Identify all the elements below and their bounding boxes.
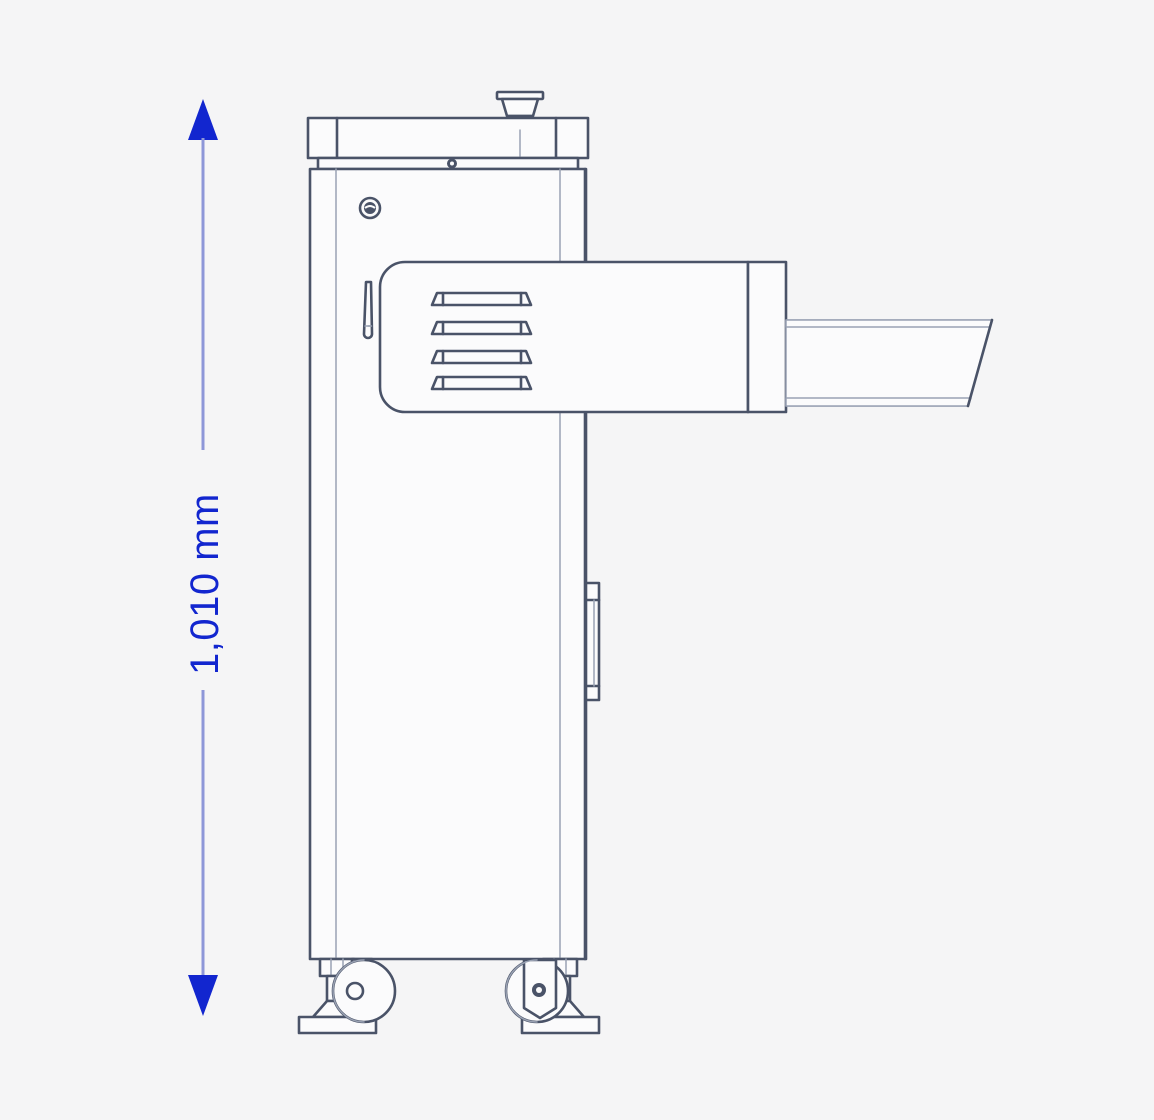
door-handle[interactable]	[362, 280, 374, 340]
caster-right	[504, 958, 570, 1024]
vent-louver	[430, 375, 533, 391]
control-knob[interactable]	[358, 196, 382, 220]
down-arrow-icon	[188, 975, 218, 1016]
dimension-arrow-vertical	[188, 99, 218, 1016]
hinge-screw-inner	[450, 161, 454, 166]
up-arrow-icon	[188, 99, 218, 140]
hinge-strip	[316, 156, 580, 171]
side-latch[interactable]	[584, 581, 601, 702]
outlet-chute	[785, 318, 994, 408]
caster-left	[331, 957, 397, 1024]
vent-louvers	[430, 291, 533, 391]
top-housing	[306, 116, 590, 160]
vent-louver	[430, 320, 533, 336]
vent-louver	[430, 349, 533, 365]
vent-louver	[430, 291, 533, 307]
